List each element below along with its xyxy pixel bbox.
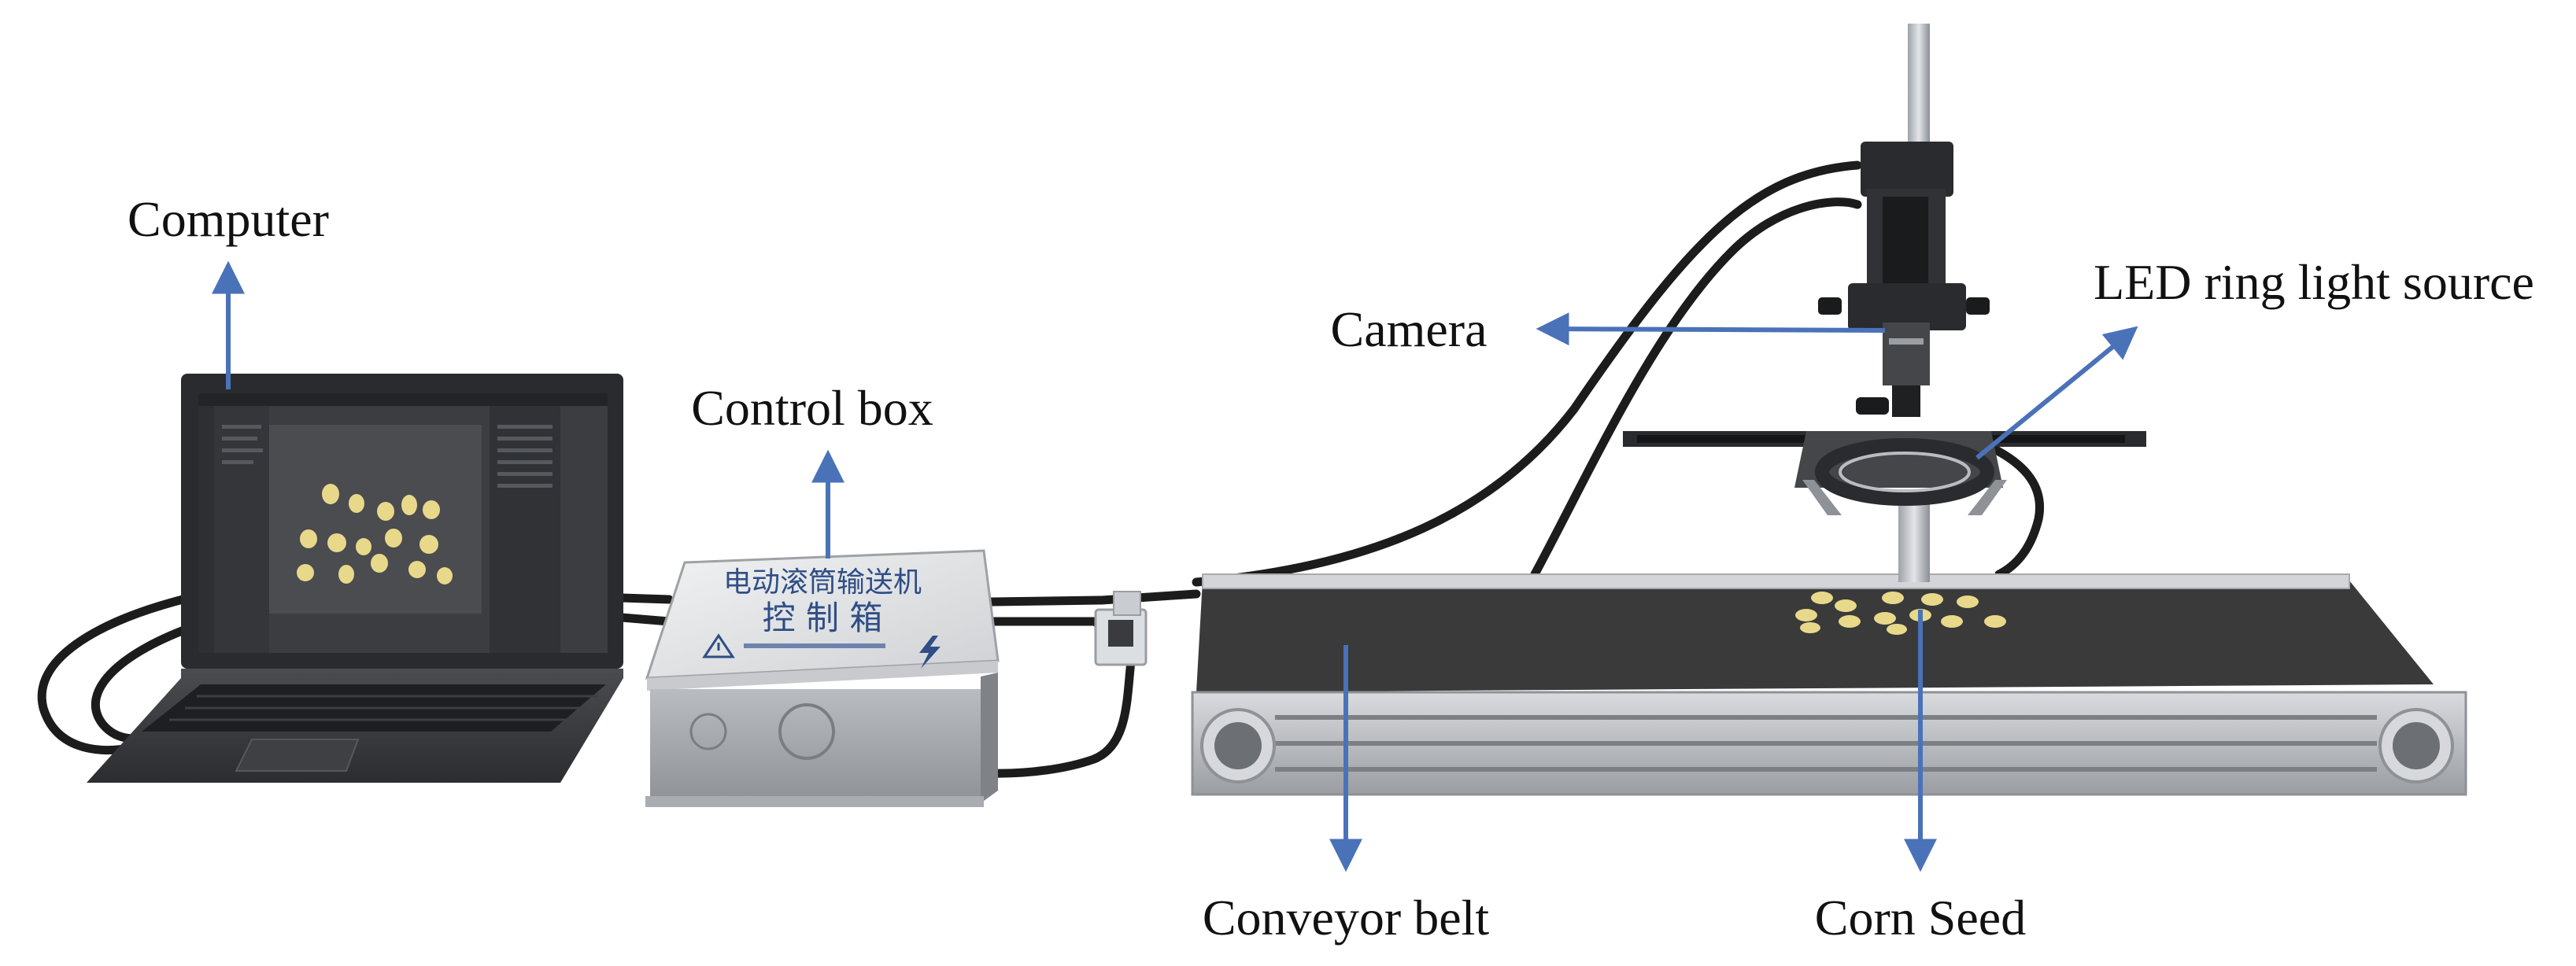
stand-pole: [1908, 24, 1930, 149]
conveyor: [1191, 573, 2467, 796]
laptop: [87, 374, 623, 783]
label-computer: Computer: [128, 191, 329, 247]
labels: Computer Control box Camera LED ring lig…: [128, 191, 2534, 946]
belt-seeds: [1795, 592, 2006, 635]
label-corn-seed: Corn Seed: [1815, 890, 2026, 946]
control-box-body: [650, 689, 981, 803]
control-box: 电动滚筒输送机 控 制 箱: [645, 549, 1000, 807]
laptop-touchpad: [235, 739, 360, 772]
label-conveyor-belt: Conveyor belt: [1203, 890, 1490, 946]
camera-lens: [1892, 385, 1920, 417]
camera-body: [1883, 323, 1930, 385]
label-led-ring-light-source: LED ring light source: [2094, 254, 2534, 310]
camera-rig: [1623, 24, 2146, 582]
control-box-title-line1: 电动滚筒输送机: [723, 566, 922, 599]
conveyor-belt-surface: [1196, 581, 2434, 692]
label-camera: Camera: [1331, 301, 1488, 357]
led-ring-light: [1815, 438, 1994, 506]
camera-arrow: [1536, 312, 1886, 346]
label-control-box: Control box: [691, 380, 933, 436]
power-socket: [1094, 591, 1148, 666]
arrows: [212, 260, 2138, 872]
laptop-seed-images: [297, 484, 453, 584]
conveyor-roller-left: [1200, 708, 1276, 783]
lightning-icon: [919, 636, 941, 669]
control-box-title-line2: 控 制 箱: [763, 599, 883, 637]
conveyor-roller-right: [2378, 708, 2454, 783]
led-arrow: [1975, 326, 2138, 460]
warning-triangle-icon: [702, 633, 735, 658]
